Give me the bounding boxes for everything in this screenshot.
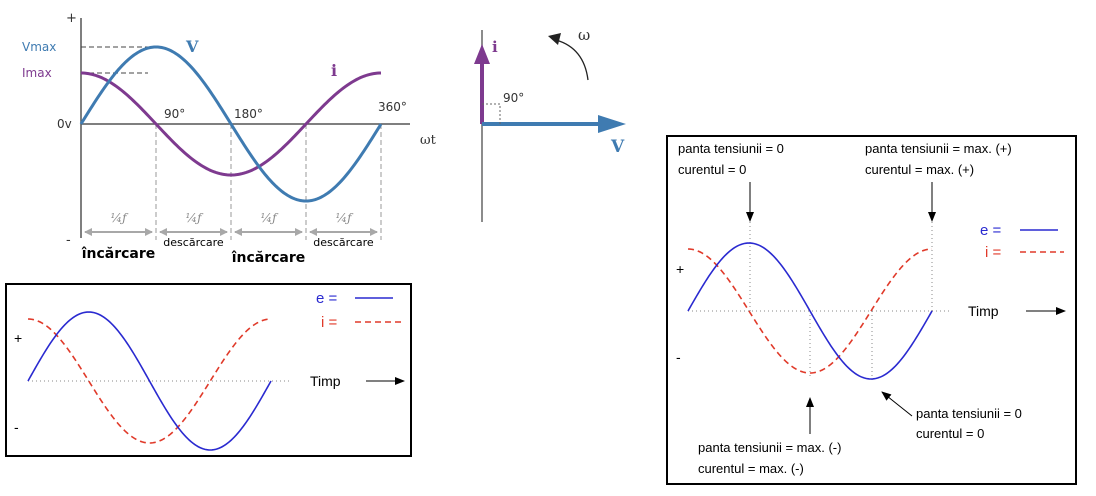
annotation-bottom-mid-line1: panta tensiunii = max. (-) bbox=[698, 440, 841, 455]
phasor-angle-label: 90° bbox=[503, 91, 524, 105]
voltage-phasor-head-icon bbox=[598, 115, 626, 133]
panel-c-waveform: + - e = i = Timp panta tensiunii = 0 cur… bbox=[666, 135, 1077, 485]
zero-volt-label: 0v bbox=[57, 117, 72, 131]
current-waveform bbox=[80, 71, 382, 177]
annotation-bottom-right: panta tensiunii = 0 curentul = 0 bbox=[881, 391, 1022, 441]
voltage-waveform bbox=[79, 45, 383, 203]
tick-180-label: 180° bbox=[234, 107, 263, 121]
panel-b-legend-i: i = bbox=[321, 314, 338, 331]
annotation-top-left-line2: curentul = 0 bbox=[678, 162, 746, 177]
quarter-label: ¼ƒ bbox=[260, 211, 279, 225]
vmax-label: Vmax bbox=[22, 40, 56, 54]
panel-a-minus-label: - bbox=[66, 233, 71, 248]
annotation-bottom-mid: panta tensiunii = max. (-) curentul = ma… bbox=[698, 397, 841, 476]
panel-b-current-waveform bbox=[27, 318, 272, 444]
panel-b-plus-label: + bbox=[14, 330, 22, 346]
panel-b-voltage-waveform bbox=[27, 311, 272, 451]
panel-c-plus-label: + bbox=[676, 261, 684, 277]
phasor-diagram: 90° i V ω bbox=[474, 26, 626, 222]
phase-label: descărcare bbox=[163, 236, 224, 249]
right-angle-mark bbox=[482, 103, 501, 124]
annotation-bottom-right-line1: panta tensiunii = 0 bbox=[916, 406, 1022, 421]
rotation-arrow-icon bbox=[548, 33, 561, 45]
annotation-top-left-line1: panta tensiunii = 0 bbox=[678, 141, 784, 156]
quarter-dividers bbox=[155, 124, 382, 240]
panel-c-legend-e: e = bbox=[980, 222, 1002, 239]
phase-label: descărcare bbox=[313, 236, 374, 249]
annotation-top-right: panta tensiunii = max. (+) curentul = ma… bbox=[865, 141, 1012, 222]
phase-label: încărcare bbox=[81, 246, 156, 262]
quarter-label: ¼ƒ bbox=[110, 211, 129, 225]
tick-90-label: 90° bbox=[164, 107, 185, 121]
tick-360-label: 360° bbox=[378, 100, 407, 114]
quarter-period-arrows: ¼ƒ ¼ƒ ¼ƒ ¼ƒ bbox=[84, 211, 378, 236]
phasor-i-label: i bbox=[492, 38, 498, 56]
phasor-omega-label: ω bbox=[578, 26, 590, 44]
annotation-bottom-right-arrow-icon bbox=[881, 391, 913, 417]
omega-t-label: ωt bbox=[420, 133, 437, 148]
annotation-bottom-mid-line2: curentul = max. (-) bbox=[698, 461, 804, 476]
annotation-top-right-line1: panta tensiunii = max. (+) bbox=[865, 141, 1012, 156]
panel-c-voltage-waveform bbox=[687, 242, 933, 380]
annotation-bottom-right-line2: curentul = 0 bbox=[916, 426, 984, 441]
panel-b-frame bbox=[5, 283, 412, 457]
phase-labels: încărcare descărcare încărcare descărcare bbox=[81, 236, 374, 266]
panel-c-time-label: Timp bbox=[968, 303, 999, 319]
panel-c-legend-i: i = bbox=[985, 244, 1002, 261]
panel-b-time-label: Timp bbox=[310, 373, 341, 389]
quarter-label: ¼ƒ bbox=[335, 211, 354, 225]
panel-c-minus-label: - bbox=[676, 349, 681, 365]
panel-a-waveform: + - Vmax Imax 0v V i 90° 180° 360° ωt ¼ƒ… bbox=[22, 11, 437, 266]
phase-label: încărcare bbox=[231, 250, 306, 266]
panel-b-legend-e: e = bbox=[316, 290, 338, 307]
imax-label: Imax bbox=[22, 66, 52, 80]
rotation-arc bbox=[555, 39, 589, 81]
panel-a-plus-label: + bbox=[66, 11, 77, 26]
voltage-curve-label: V bbox=[185, 37, 199, 56]
annotation-top-left: panta tensiunii = 0 curentul = 0 bbox=[678, 141, 784, 222]
panel-b-minus-label: - bbox=[14, 419, 19, 435]
current-curve-label: i bbox=[331, 61, 337, 80]
phasor-v-label: V bbox=[610, 137, 625, 157]
annotation-top-right-line2: curentul = max. (+) bbox=[865, 162, 974, 177]
panel-c-current-waveform bbox=[687, 248, 933, 374]
panel-b-waveform: + - e = i = Timp bbox=[5, 283, 412, 457]
quarter-label: ¼ƒ bbox=[185, 211, 204, 225]
current-phasor-head-icon bbox=[474, 44, 490, 64]
